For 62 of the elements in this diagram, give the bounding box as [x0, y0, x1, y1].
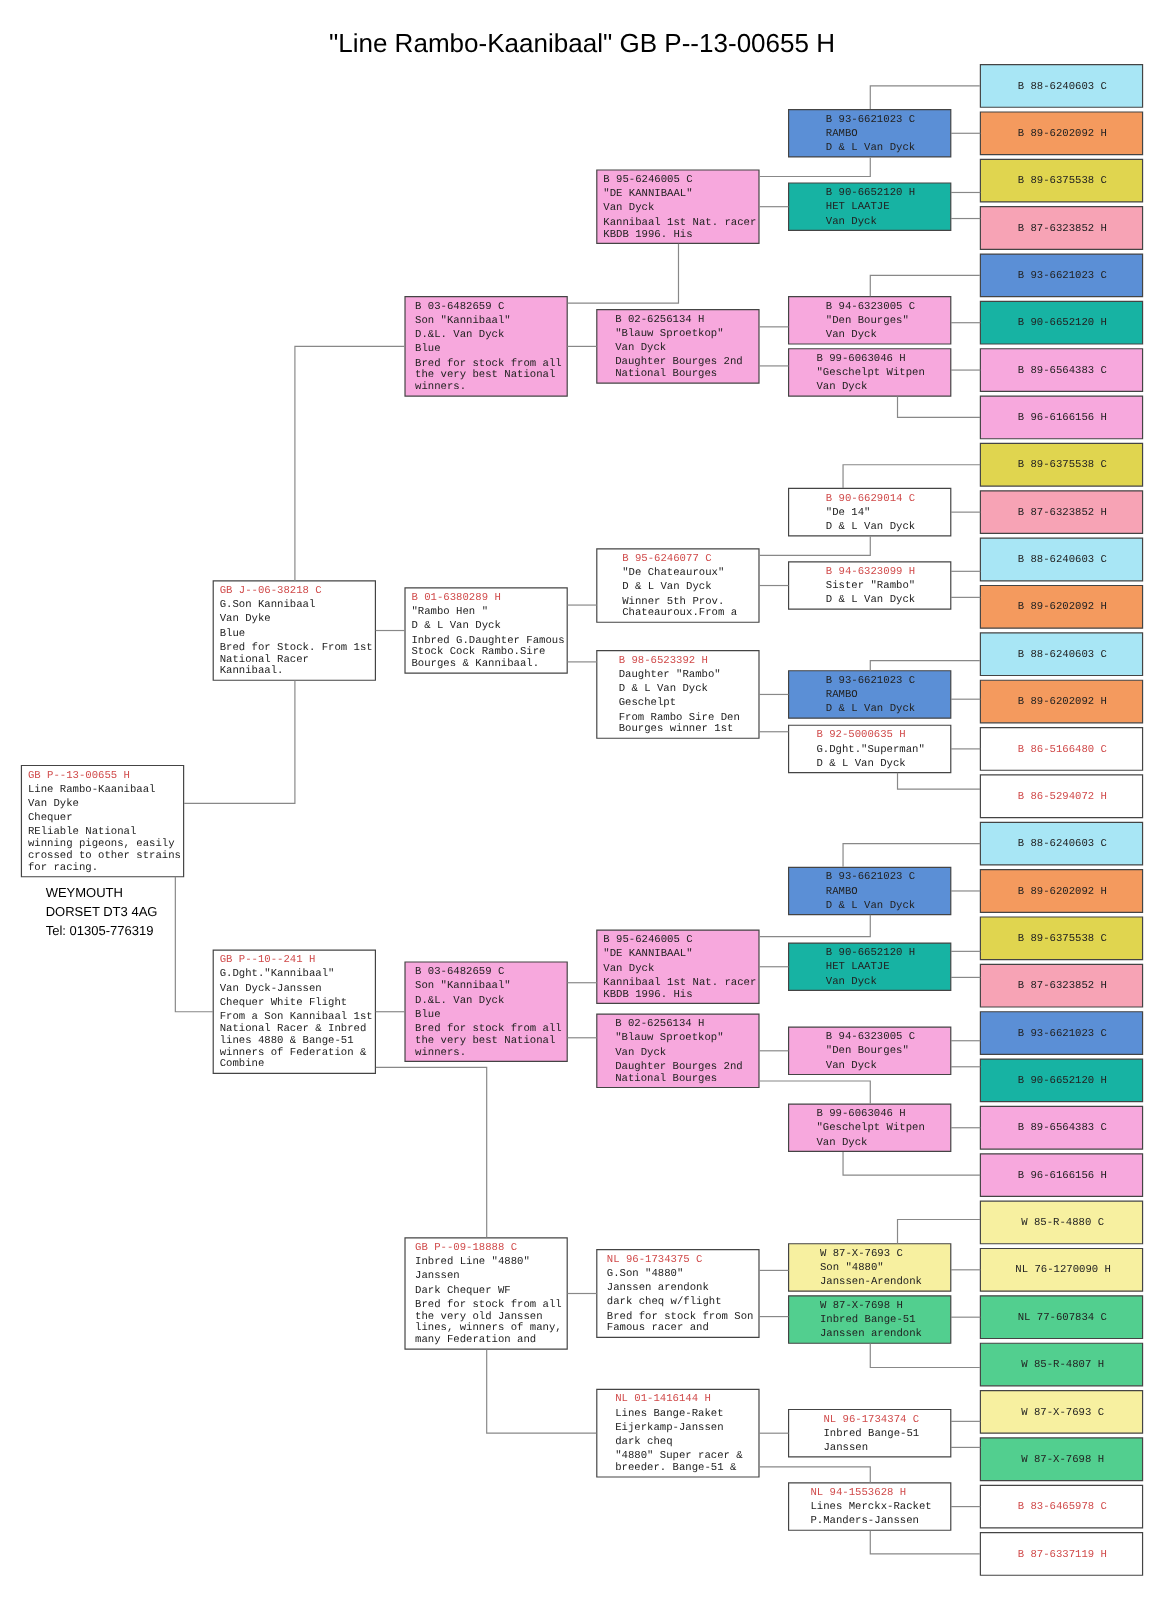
connector — [950, 1039, 981, 1041]
connector — [758, 913, 871, 937]
connector — [294, 344, 406, 581]
connector — [375, 1010, 406, 1012]
connector — [758, 1079, 871, 1104]
connector — [869, 1529, 981, 1554]
connector — [566, 1036, 598, 1038]
connector — [566, 603, 598, 605]
connector — [950, 321, 981, 323]
connector — [758, 325, 790, 327]
connector — [758, 1268, 790, 1270]
connector — [566, 1291, 598, 1294]
connector — [758, 692, 790, 695]
connector — [869, 659, 981, 671]
connector — [842, 842, 981, 867]
connector — [950, 131, 981, 133]
connector — [758, 155, 871, 177]
connector — [183, 678, 296, 803]
connector — [758, 364, 790, 366]
connector — [950, 1315, 981, 1317]
connector — [950, 889, 981, 891]
connector — [950, 1268, 981, 1270]
connector — [950, 1445, 981, 1447]
connector — [950, 949, 981, 951]
connector — [375, 1065, 488, 1238]
connector — [950, 1126, 981, 1128]
connector — [566, 660, 598, 662]
connector — [486, 1347, 597, 1433]
connector — [950, 595, 981, 597]
connector — [896, 1217, 981, 1244]
connector — [950, 1505, 981, 1507]
connector — [896, 771, 981, 789]
connector — [758, 534, 871, 555]
connector — [758, 1465, 871, 1483]
connector — [758, 583, 790, 586]
connector — [869, 84, 981, 109]
connector — [950, 510, 981, 512]
connector — [950, 975, 981, 977]
connector — [567, 242, 680, 303]
connector — [869, 273, 981, 296]
connector — [375, 628, 406, 631]
connector — [869, 1341, 981, 1368]
connector — [566, 344, 598, 346]
connector — [758, 205, 790, 207]
connector — [950, 216, 981, 219]
connector — [950, 190, 981, 193]
connector — [950, 1419, 981, 1421]
connector — [758, 1315, 790, 1317]
connector — [950, 569, 981, 571]
connector — [950, 697, 981, 699]
connector — [950, 747, 981, 749]
connector — [758, 730, 790, 732]
connector — [842, 463, 981, 488]
connector — [896, 394, 981, 417]
connector — [950, 368, 981, 370]
connector — [758, 965, 790, 967]
connector — [758, 1431, 790, 1433]
connector — [950, 1065, 981, 1067]
connector — [174, 875, 214, 1012]
diagram-title: "Line Rambo-Kaanibaal" GB P--13-00655 H — [328, 27, 836, 58]
connector — [758, 1049, 790, 1051]
connector — [566, 981, 598, 983]
